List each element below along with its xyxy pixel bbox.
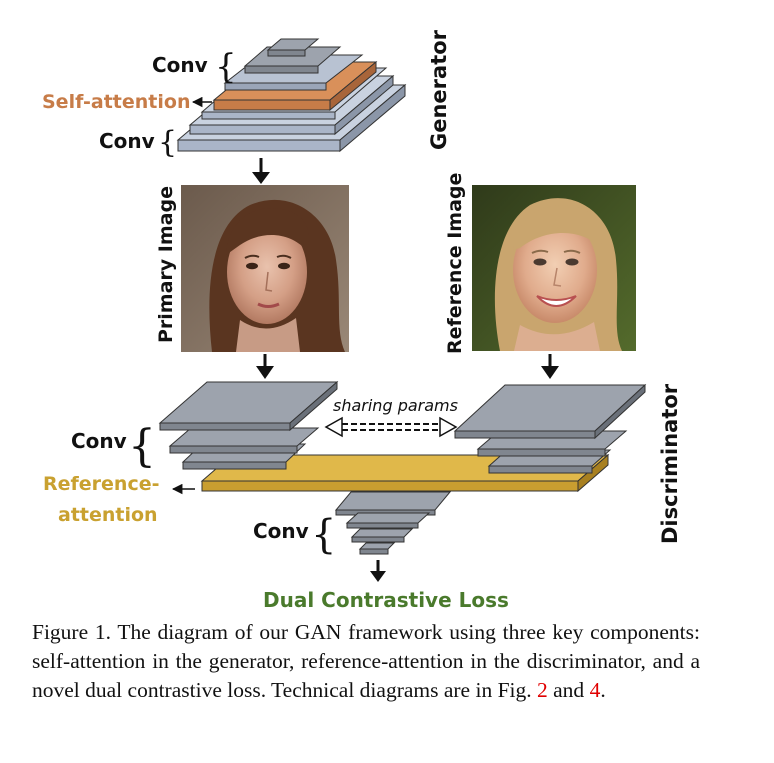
figure-4-link[interactable]: 4 bbox=[589, 678, 601, 702]
discriminator-layer bbox=[345, 512, 431, 529]
generator-conv-bottom-label: Conv bbox=[99, 129, 155, 153]
generator-conv-top-label: Conv bbox=[152, 53, 208, 77]
primary-image bbox=[181, 185, 349, 352]
figure-caption: Figure 1. The diagram of our GAN framewo… bbox=[32, 618, 700, 705]
figure-2-link[interactable]: 2 bbox=[537, 678, 548, 702]
left-discriminator-stack bbox=[158, 380, 339, 470]
sharing-params-arrow bbox=[324, 416, 458, 438]
generator-conv-bottom-brace: { bbox=[158, 125, 177, 160]
to-loss-arrowhead bbox=[370, 571, 386, 582]
discriminator-conv-left-brace: { bbox=[128, 421, 156, 472]
discriminator-layer bbox=[358, 542, 396, 555]
generator-pyramid bbox=[176, 38, 407, 153]
generator-layer bbox=[266, 38, 320, 57]
dual-contrastive-loss-label: Dual Contrastive Loss bbox=[263, 588, 509, 612]
reference-image bbox=[472, 185, 636, 351]
primary-to-discriminator-arrowhead bbox=[256, 366, 274, 379]
caption-text: Figure 1. The diagram of our GAN framewo… bbox=[32, 620, 700, 702]
reference-attention-label-line2: attention bbox=[58, 504, 158, 526]
caption-and: and bbox=[553, 678, 585, 702]
primary-image-label: Primary Image bbox=[155, 186, 177, 343]
generator-conv-top-brace: { bbox=[215, 47, 237, 87]
discriminator-layer bbox=[168, 427, 320, 454]
reference-to-discriminator-arrowhead bbox=[541, 366, 559, 379]
discriminator-title: Discriminator bbox=[658, 383, 682, 544]
discriminator-layer bbox=[350, 528, 414, 543]
discriminator-conv-left-label: Conv bbox=[71, 429, 127, 453]
generator-to-image-arrowhead bbox=[252, 172, 270, 184]
right-discriminator-stack bbox=[453, 383, 647, 474]
discriminator-layer bbox=[158, 380, 339, 432]
reference-image-label: Reference Image bbox=[444, 173, 466, 354]
discriminator-bottom-pyramid bbox=[334, 491, 452, 555]
caption-period: . bbox=[600, 678, 606, 702]
generator-title: Generator bbox=[427, 29, 451, 150]
sharing-params-label: sharing params bbox=[333, 396, 458, 415]
self-attention-label: Self-attention bbox=[42, 91, 190, 113]
reference-attention-label-line1: Reference- bbox=[43, 473, 160, 495]
discriminator-conv-bottom-brace: { bbox=[311, 512, 336, 558]
discriminator-conv-bottom-label: Conv bbox=[253, 519, 309, 543]
discriminator-layer bbox=[453, 383, 647, 440]
discriminator-layer bbox=[334, 491, 452, 516]
